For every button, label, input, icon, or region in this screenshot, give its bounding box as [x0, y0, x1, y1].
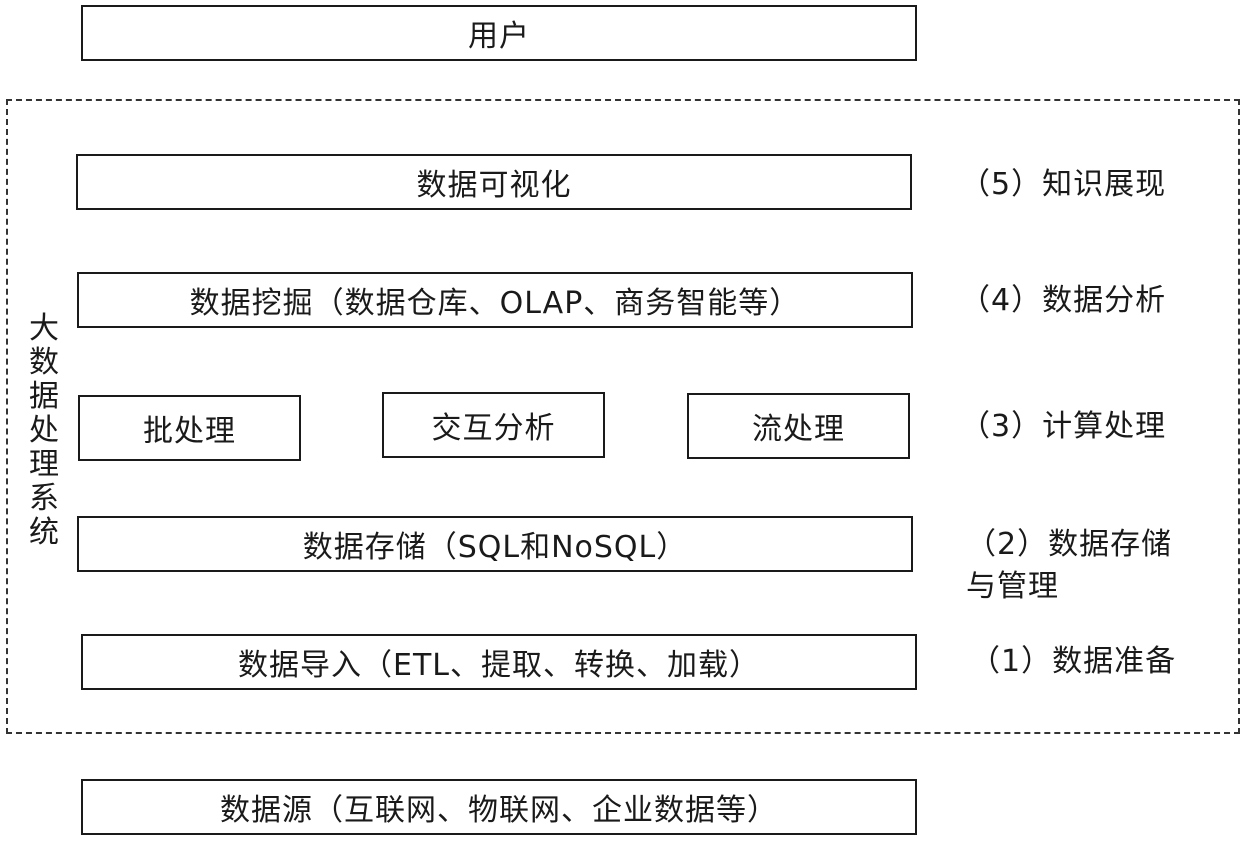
stage-2-label-line2: 与管理 — [966, 569, 1059, 604]
system-title-char: 数 — [29, 345, 59, 380]
stream-processing-box: 流处理 — [687, 393, 910, 459]
stage-3-label: （3）计算处理 — [960, 409, 1167, 444]
stage-5-label: （5）知识展现 — [960, 167, 1167, 202]
system-title-char: 据 — [29, 379, 59, 414]
big-data-system-frame — [6, 99, 1240, 734]
stage-4-label: （4）数据分析 — [960, 283, 1167, 318]
interactive-analysis-box: 交互分析 — [382, 392, 605, 458]
user-box: 用户 — [81, 5, 917, 61]
system-title-char: 理 — [29, 447, 59, 482]
batch-processing-box: 批处理 — [78, 395, 301, 461]
data-source-box: 数据源（互联网、物联网、企业数据等） — [81, 779, 917, 835]
data-import-box: 数据导入（ETL、提取、转换、加载） — [81, 634, 917, 690]
system-title-char: 大 — [29, 311, 59, 346]
system-title-char: 处 — [29, 413, 59, 448]
stage-2-label: （2）数据存储 与管理 — [966, 524, 1172, 608]
stage-1-label: （1）数据准备 — [970, 644, 1177, 679]
system-title-char: 统 — [29, 515, 59, 550]
visualization-box: 数据可视化 — [76, 154, 912, 210]
data-storage-box: 数据存储（SQL和NoSQL） — [77, 516, 913, 572]
stage-2-label-line1: （2）数据存储 — [966, 527, 1173, 562]
system-title-char: 系 — [29, 481, 59, 516]
data-mining-box: 数据挖掘（数据仓库、OLAP、商务智能等） — [77, 272, 913, 328]
system-title: 大 数 据 处 理 系 统 — [24, 312, 64, 550]
